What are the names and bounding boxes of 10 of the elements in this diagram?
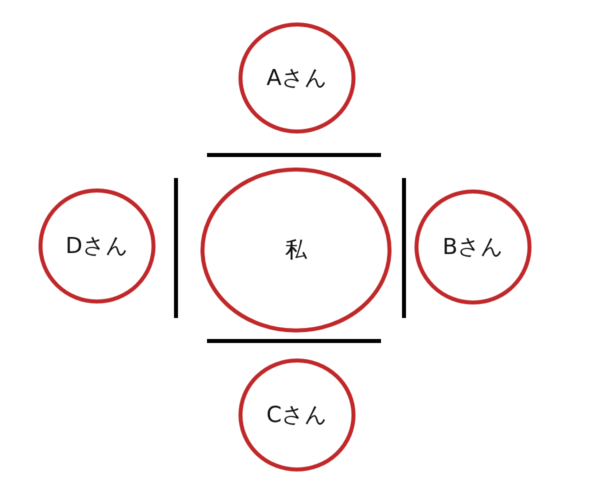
- person-circle: [38, 188, 156, 304]
- person-label: 私: [284, 237, 308, 265]
- person-circle: [414, 189, 532, 305]
- person-label: Dさん: [64, 233, 130, 261]
- person-circle: [238, 22, 356, 134]
- person-label: Cさん: [265, 402, 329, 430]
- person-label: Bさん: [441, 234, 505, 262]
- person-label: Aさん: [265, 65, 329, 93]
- person-circle: [200, 167, 392, 333]
- person-circle: [238, 358, 356, 472]
